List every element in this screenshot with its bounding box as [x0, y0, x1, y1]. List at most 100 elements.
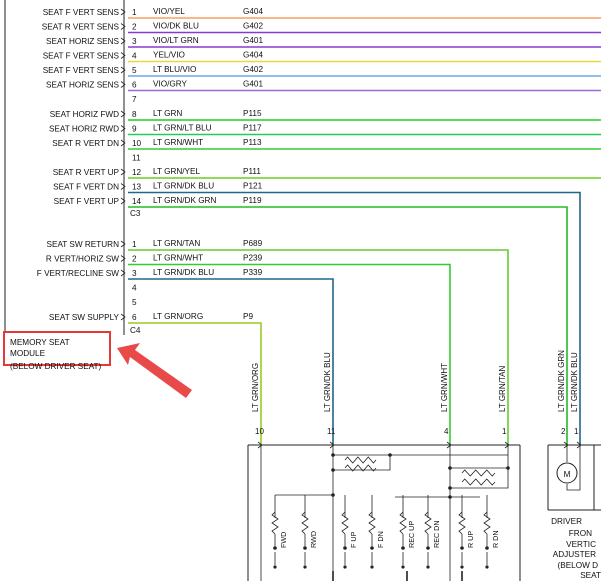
connector-c4-label: C4 — [130, 326, 141, 335]
wire-color-label: LT GRN/YEL — [153, 167, 200, 176]
vertical-wire-label: LT GRN/DK BLU — [323, 352, 332, 412]
pin-terminal-icon — [120, 81, 126, 88]
adjuster-caption-line: (BELOW D — [558, 561, 599, 570]
junction-dot — [401, 546, 405, 550]
wire-color-label: LT BLU/VIO — [153, 65, 196, 74]
vertical-wire-label: LT GRN/ORG — [251, 363, 260, 412]
ladder-wire — [333, 454, 391, 471]
junction-dot — [370, 546, 374, 550]
pin-terminal-icon — [563, 441, 569, 449]
wire-color-label: LT GRN/TAN — [153, 239, 200, 248]
pin-terminal-icon — [120, 269, 126, 277]
resistor-symbol — [368, 511, 376, 535]
pin-name-label: SEAT F VERT SENS — [43, 8, 120, 17]
pin-number-label: 1 — [132, 8, 137, 17]
resistor-symbol — [344, 464, 377, 472]
pin-terminal-icon — [120, 255, 126, 262]
switch-pin-number: 10 — [255, 427, 264, 436]
pin-number-label: 1 — [132, 240, 137, 249]
contact-point-icon — [426, 565, 430, 569]
pin-terminal-icon — [576, 441, 582, 449]
switch-pin-number: 11 — [327, 427, 336, 436]
vertical-wire-label: LT GRN/DK GRN — [557, 350, 566, 412]
resistor-symbol — [341, 511, 349, 535]
front-vertical-adjuster — [547, 444, 601, 511]
wire-color-label: LT GRN/WHT — [153, 254, 203, 263]
resistor-symbol — [271, 511, 279, 535]
wire-color-label: LT GRN/DK BLU — [153, 268, 214, 277]
connector-c3-label: C3 — [130, 209, 141, 218]
switch-position-label: F DN — [376, 531, 385, 548]
pin-number-label: 2 — [132, 23, 137, 32]
junction-dot — [506, 466, 510, 470]
junction-dot — [303, 546, 307, 550]
pin-number-label: 4 — [132, 284, 137, 293]
pin-terminal-icon — [120, 240, 126, 248]
contact-point-icon — [343, 565, 347, 569]
switch-pin-number: 4 — [444, 427, 449, 436]
circuit-label: G401 — [243, 36, 263, 45]
pin-terminal-icon — [120, 125, 126, 132]
circuit-label: P119 — [243, 196, 262, 205]
wire-trace — [128, 322, 262, 445]
junction-dot — [331, 468, 335, 472]
pin-terminal-icon — [120, 139, 126, 147]
wire-color-label: VIO/DK BLU — [153, 22, 199, 31]
pin-name-label: SEAT F VERT DN — [53, 183, 119, 192]
wire-color-label: YEL/VIO — [153, 51, 185, 60]
pin-terminal-icon — [120, 66, 126, 74]
circuit-label: P111 — [243, 167, 261, 176]
pin-name-label: SEAT HORIZ SENS — [46, 37, 119, 46]
wire-color-label: LT GRN/WHT — [153, 138, 203, 147]
resistor-symbol — [461, 478, 496, 486]
pin-name-label: F VERT/RECLINE SW — [37, 269, 119, 278]
pin-terminal-icon — [120, 23, 126, 30]
wire-trace — [128, 249, 509, 445]
wire-color-label: LT GRN — [153, 109, 182, 118]
circuit-label: P115 — [243, 109, 262, 118]
module-label-highlight — [3, 331, 111, 366]
circuit-label: P117 — [243, 124, 262, 133]
module-name-line2: MODULE — [10, 349, 46, 358]
pin-number-label: 9 — [132, 125, 137, 134]
switch-position-label: F UP — [349, 531, 358, 548]
pin-terminal-icon — [120, 183, 126, 190]
pin-name-label: SEAT R VERT UP — [53, 168, 120, 177]
motor-lead — [566, 445, 581, 491]
motor-icon — [556, 462, 578, 484]
pin-name-label: SEAT HORIZ FWD — [50, 110, 119, 119]
circuit-label: G404 — [243, 51, 263, 60]
pin-name-label: SEAT HORIZ SENS — [46, 81, 119, 90]
contact-point-icon — [401, 565, 405, 569]
switch-position-label: REC UP — [407, 521, 416, 548]
pin-number-label: 6 — [132, 313, 137, 322]
resistor-symbol — [483, 511, 491, 535]
switch-pin-number: 1 — [502, 427, 507, 436]
pin-number-label: 5 — [132, 298, 137, 307]
resistor-symbol — [461, 469, 496, 477]
pin-number-label: 11 — [132, 154, 141, 163]
vertical-wire-label: LT GRN/WHT — [440, 363, 449, 412]
pin-number-label: 2 — [132, 255, 137, 264]
pin-terminal-icon — [120, 110, 126, 118]
switch-position-label: RWD — [309, 531, 318, 548]
resistor-symbol — [344, 456, 377, 464]
pin-number-label: 3 — [132, 269, 137, 278]
junction-dot — [460, 546, 464, 550]
pin-terminal-icon — [120, 37, 126, 45]
resistor-symbol — [424, 511, 432, 535]
circuit-label: P239 — [243, 254, 263, 263]
pin-terminal-icon — [120, 313, 126, 321]
pin-number-label: 3 — [132, 37, 137, 46]
pin-number-label: 14 — [132, 197, 142, 206]
red-arrow-icon — [117, 343, 192, 398]
wire-color-label: LT GRN/DK BLU — [153, 182, 214, 191]
pin-number-label: 7 — [132, 95, 137, 104]
pin-name-label: SEAT F VERT UP — [54, 197, 120, 206]
vertical-wire-label: LT GRN/TAN — [498, 366, 507, 412]
seat-switch-assembly — [247, 444, 521, 581]
pin-number-label: 10 — [132, 139, 142, 148]
